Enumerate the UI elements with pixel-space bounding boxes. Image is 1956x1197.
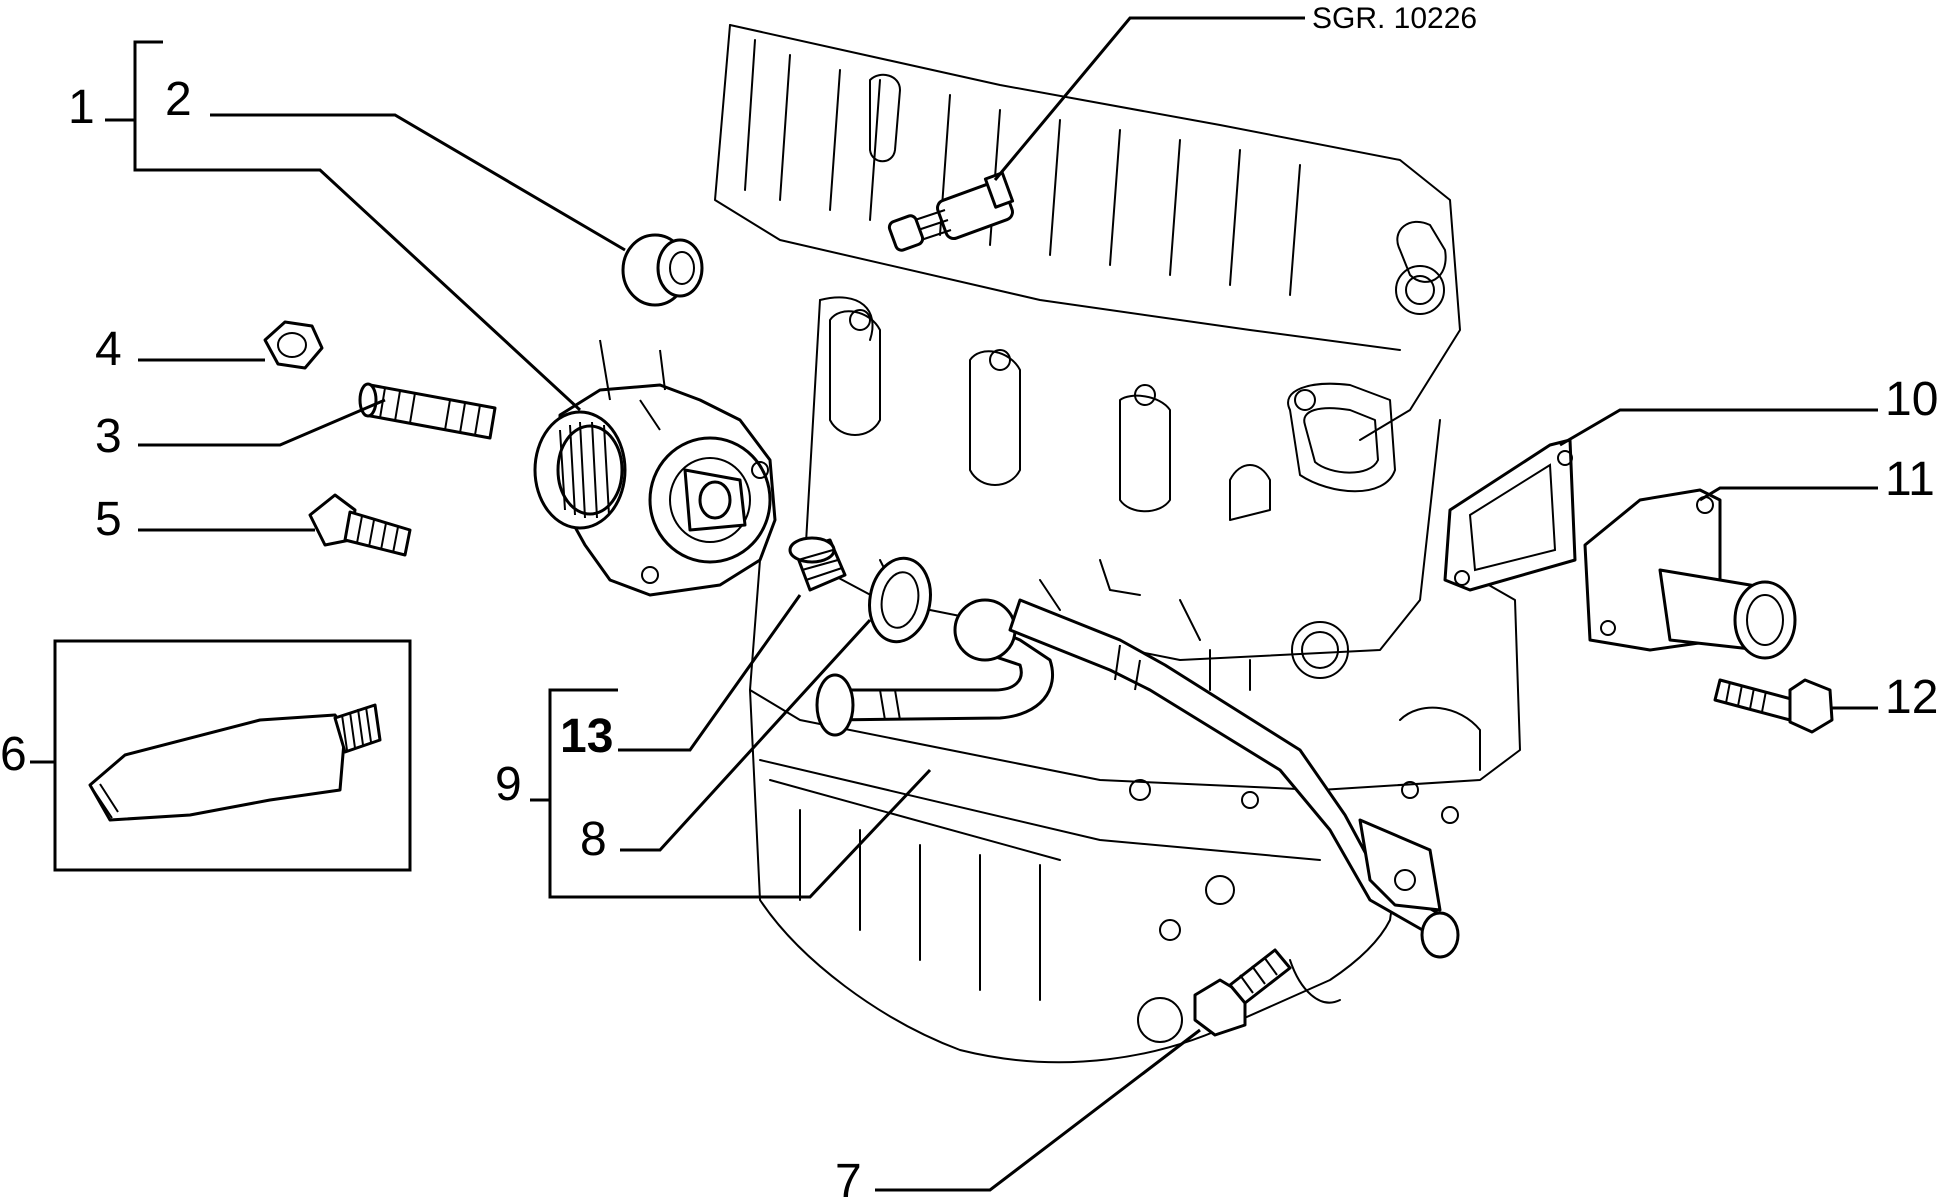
temperature-sender xyxy=(887,171,1015,252)
label-10: 10 xyxy=(1885,373,1938,426)
cover-bolt xyxy=(1713,678,1834,734)
coolant-pipe xyxy=(815,598,1460,959)
leader-lines xyxy=(30,16,1878,1192)
label-3: 3 xyxy=(95,410,122,463)
label-7: 7 xyxy=(835,1155,862,1197)
thermostat-cover xyxy=(1583,488,1797,660)
label-6: 6 xyxy=(0,728,27,781)
label-4: 4 xyxy=(95,323,122,376)
drain-plug xyxy=(1193,948,1292,1037)
seal-ring xyxy=(621,233,704,307)
sealant-tube-box xyxy=(53,639,412,872)
label-1: 1 xyxy=(68,81,95,134)
water-pump xyxy=(533,339,777,597)
engine-block xyxy=(714,24,1521,1064)
stud xyxy=(358,382,497,440)
label-9: 9 xyxy=(495,758,522,811)
label-12: 12 xyxy=(1885,671,1938,724)
label-13: 13 xyxy=(560,710,613,763)
reference-code: SGR. 10226 xyxy=(1312,2,1477,35)
label-5: 5 xyxy=(95,493,122,546)
plug xyxy=(788,536,847,592)
gasket xyxy=(1443,438,1577,592)
label-11: 11 xyxy=(1885,453,1935,506)
o-ring xyxy=(868,556,932,644)
label-2: 2 xyxy=(165,73,192,126)
label-8: 8 xyxy=(580,813,607,866)
bolt xyxy=(308,493,412,557)
nut xyxy=(263,320,324,370)
